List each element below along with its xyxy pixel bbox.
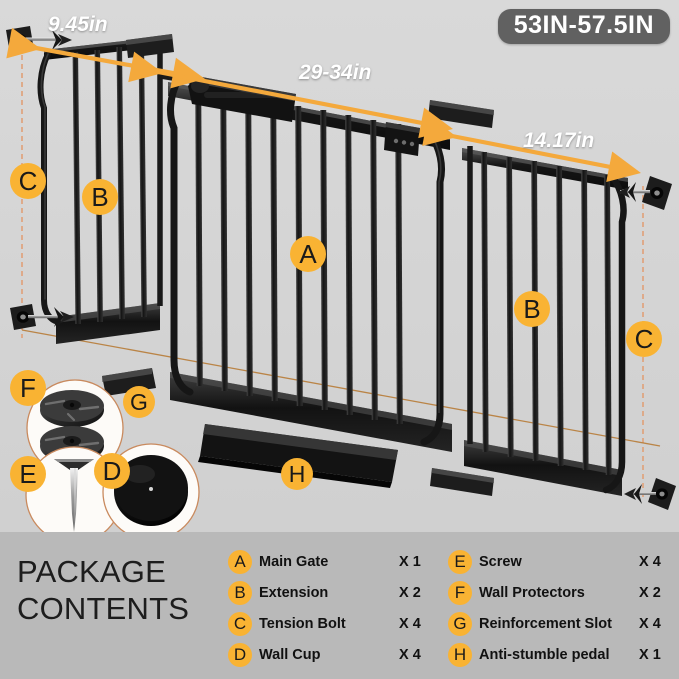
callout-d-wall-cup: D bbox=[94, 453, 130, 489]
list-item: C Tension Bolt X 4 bbox=[228, 608, 433, 639]
package-contents-title-line-1: PACKAGE bbox=[17, 554, 166, 589]
size-range-badge: 53IN-57.5IN bbox=[497, 9, 670, 44]
legend-name-h: Anti-stumble pedal bbox=[479, 646, 610, 663]
package-contents-panel: PACKAGE CONTENTS A Main Gate X 1 B Exten… bbox=[0, 532, 679, 679]
list-item: H Anti-stumble pedal X 1 bbox=[448, 639, 673, 670]
dimension-arrow-right bbox=[422, 115, 641, 183]
legend-badge-f: F bbox=[448, 580, 472, 605]
legend-badge-e: E bbox=[448, 549, 472, 574]
legend-badge-a: A bbox=[228, 549, 252, 574]
legend-badge-d: D bbox=[228, 642, 252, 667]
legend-name-a: Main Gate bbox=[259, 553, 329, 570]
legend-qty-b: X 2 bbox=[399, 584, 421, 601]
legend-badge-g: G bbox=[448, 611, 472, 636]
tension-bolt-bottom-left bbox=[10, 304, 74, 330]
legend-badge-h: H bbox=[448, 642, 472, 667]
package-contents-title-line-2: CONTENTS bbox=[17, 591, 190, 626]
legend-badge-c: C bbox=[228, 611, 252, 636]
legend-name-b: Extension bbox=[259, 584, 329, 601]
legend-name-d: Wall Cup bbox=[259, 646, 321, 663]
list-item: B Extension X 2 bbox=[228, 577, 433, 608]
list-item: G Reinforcement Slot X 4 bbox=[448, 608, 673, 639]
list-item: F Wall Protectors X 2 bbox=[448, 577, 673, 608]
legend-qty-f: X 2 bbox=[639, 584, 661, 601]
gate-lock-block bbox=[384, 122, 420, 156]
legend-qty-d: X 4 bbox=[399, 646, 421, 663]
dimension-arrow-center bbox=[128, 51, 453, 139]
legend-name-g: Reinforcement Slot bbox=[479, 615, 612, 632]
callout-c-left: C bbox=[10, 163, 46, 199]
callout-g-reinforcement-slot: G bbox=[123, 386, 155, 418]
callout-c-right: C bbox=[626, 321, 662, 357]
package-contents-column-2: E Screw X 4 F Wall Protectors X 2 G Rein… bbox=[448, 546, 673, 670]
gate-assembly-illustration bbox=[6, 26, 676, 532]
legend-name-f: Wall Protectors bbox=[479, 584, 585, 601]
legend-name-c: Tension Bolt bbox=[259, 615, 346, 632]
list-item: D Wall Cup X 4 bbox=[228, 639, 433, 670]
list-item: A Main Gate X 1 bbox=[228, 546, 433, 577]
legend-qty-a: X 1 bbox=[399, 553, 421, 570]
dimension-arrows bbox=[6, 27, 641, 183]
callout-pointer-lines bbox=[21, 329, 661, 447]
callout-b-left: B bbox=[82, 179, 118, 215]
dimension-label-left: 9.45in bbox=[48, 13, 108, 36]
callout-h-anti-stumble-pedal: H bbox=[281, 458, 313, 490]
reinforcement-slot-part-top-right bbox=[428, 100, 494, 128]
tension-bolt-top-right bbox=[618, 176, 672, 210]
reinforcement-slot-part-bottom-right bbox=[430, 468, 494, 496]
callout-f-wall-protectors: F bbox=[10, 370, 46, 406]
reinforcement-slot-part-top-left bbox=[126, 34, 174, 58]
package-contents-title: PACKAGE CONTENTS bbox=[17, 553, 189, 627]
legend-qty-c: X 4 bbox=[399, 615, 421, 632]
callout-a-main-gate: A bbox=[290, 236, 326, 272]
callout-b-right: B bbox=[514, 291, 550, 327]
dimension-label-center: 29-34in bbox=[299, 61, 372, 84]
legend-name-e: Screw bbox=[479, 553, 522, 570]
legend-qty-e: X 4 bbox=[639, 553, 661, 570]
exploded-diagram-panel: 53IN-57.5IN 9.45in 29-34in 14.17in C B A… bbox=[0, 0, 679, 532]
tension-bolt-bottom-right bbox=[624, 478, 676, 510]
callout-e-screw: E bbox=[10, 456, 46, 492]
package-contents-column-1: A Main Gate X 1 B Extension X 2 C Tensio… bbox=[228, 546, 433, 670]
legend-qty-g: X 4 bbox=[639, 615, 661, 632]
legend-qty-h: X 1 bbox=[639, 646, 661, 663]
wall-protectors-detail bbox=[26, 379, 124, 477]
dimension-label-right: 14.17in bbox=[523, 129, 595, 152]
wall-protector-pad-upper bbox=[40, 390, 104, 427]
legend-badge-b: B bbox=[228, 580, 252, 605]
list-item: E Screw X 4 bbox=[448, 546, 673, 577]
